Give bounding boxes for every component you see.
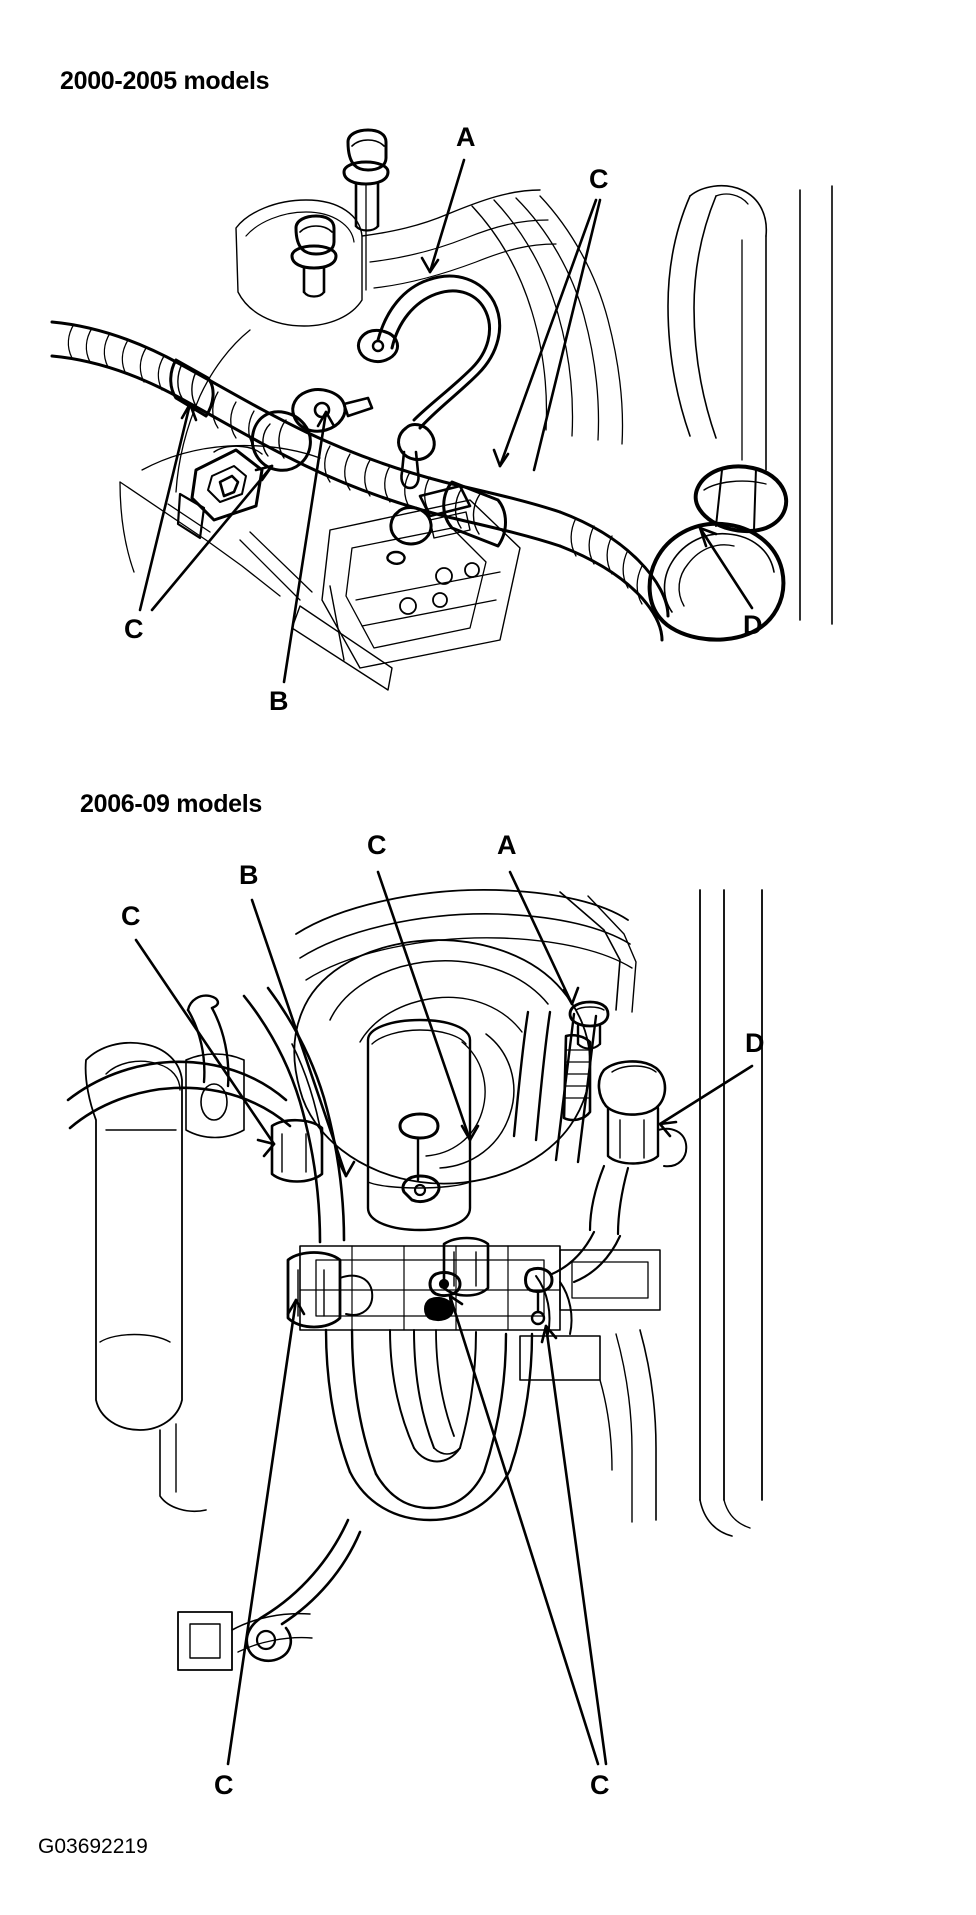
callout-d-bottom: D: [745, 1028, 765, 1058]
callout-a-top: A: [456, 122, 476, 152]
callout-c-top-left: C: [124, 614, 144, 644]
callout-b-top: B: [269, 686, 289, 716]
callout-a-bottom: A: [497, 830, 517, 860]
callout-c-bottom-upper: C: [367, 830, 387, 860]
callout-b-bottom: B: [239, 860, 259, 890]
figure-top-heading: 2000-2005 models: [60, 66, 270, 95]
callout-c-bottom-lower-right: C: [590, 1770, 610, 1800]
callout-c-bottom-lower-left: C: [214, 1770, 234, 1800]
figure-bottom-heading: 2006-09 models: [80, 789, 263, 818]
callout-c-bottom-left: C: [121, 901, 141, 931]
callout-c-top-right: C: [589, 164, 609, 194]
callout-d-top: D: [743, 610, 763, 640]
figure-code: G03692219: [38, 1835, 148, 1858]
